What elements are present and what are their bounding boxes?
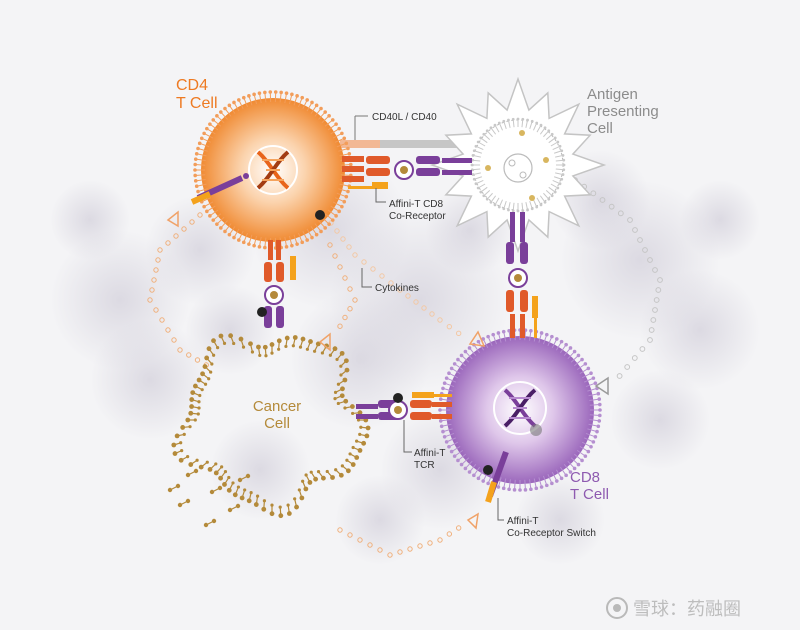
cytokines-callout: Cytokines [375,283,419,294]
cd8-label-line1: CD8 [570,469,600,486]
tcr-callout-line1: Affini-T [414,448,446,459]
cancer-label-line1: Cancer [253,398,301,415]
cytokine-dot-paths [147,177,663,558]
callout-lines [361,188,504,521]
receptor-cd4-cancer [257,240,296,328]
apc-label-line3: Cell [587,120,613,137]
tcr-callout-line2: TCR [414,460,435,471]
watermark: 雪球：药融圈 [606,597,741,619]
cd8-coreceptor-callout-line1: Affini-T CD8 [389,199,444,210]
antigen-presenting-cell [429,76,607,254]
receptor-cd4-apc [342,156,472,189]
cancer-cell [167,333,371,528]
switch-callout-line2: Co-Receptor Switch [507,528,596,539]
switch-callout-line1: Affini-T [507,516,539,527]
receptor-cancer-cd8 [356,392,452,420]
cancer-label-line2: Cell [264,415,290,432]
cd40-callout: CD40L / CD40 [372,112,437,123]
cd4-t-cell [193,90,353,250]
cd8-label-line2: T Cell [570,486,609,503]
apc-label-line1: Antigen [587,86,638,103]
arrowheads [166,210,609,530]
cd40-line [340,115,490,148]
cd8-t-cell [438,328,602,492]
cd4-label-line2: T Cell [176,95,218,112]
cd4-label-line1: CD4 [176,77,208,94]
co-receptor-switch-cd8 [485,450,509,503]
apc-label-line2: Presenting [587,103,659,120]
dna-icon [503,388,537,428]
co-receptor-switch-cd4 [190,173,249,205]
dna-icon [256,150,290,190]
cd8-coreceptor-callout-line2: Co-Receptor [389,211,446,222]
receptor-apc-cd8 [506,212,538,338]
watermark-text: 雪球：药融圈 [633,599,741,619]
